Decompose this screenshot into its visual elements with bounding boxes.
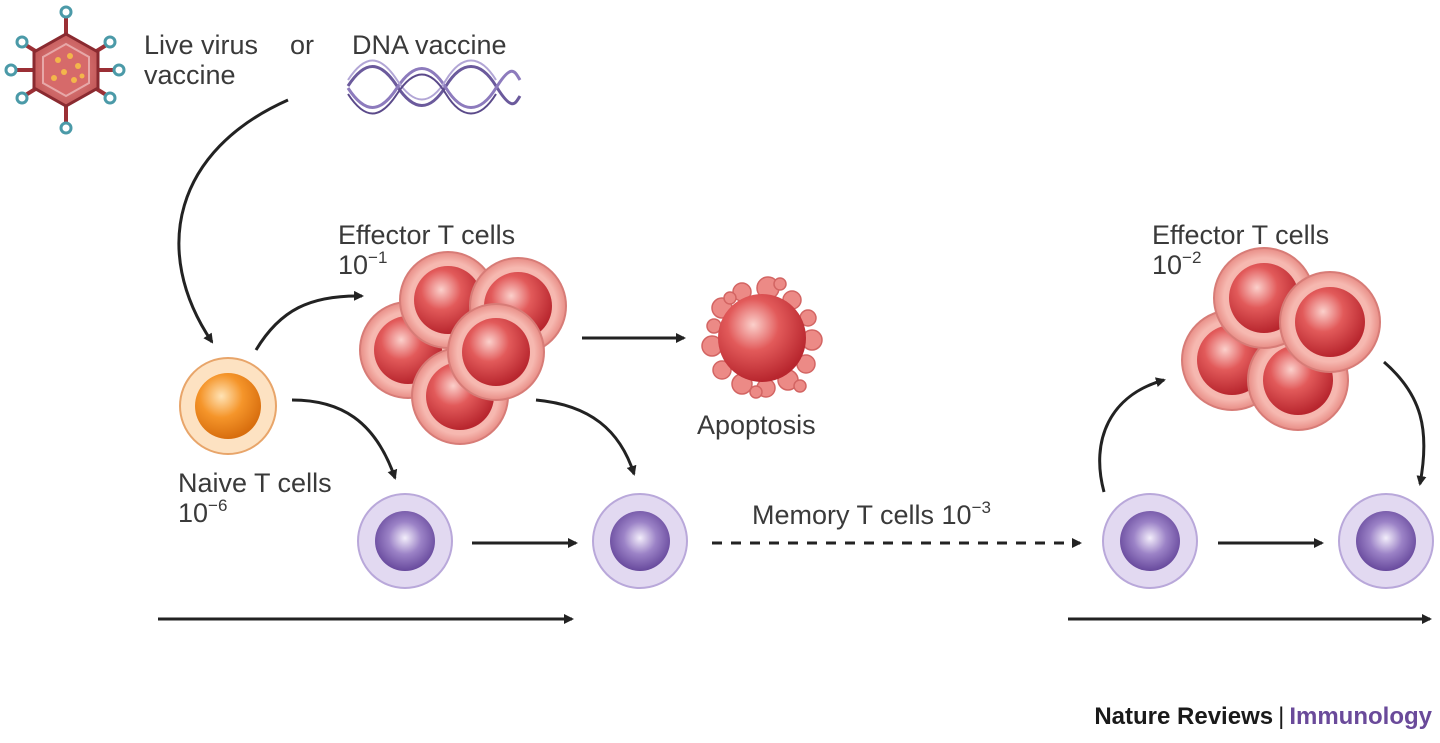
memory-t-cell-4 <box>1338 493 1434 589</box>
effector-cluster-primary <box>359 251 567 445</box>
effector-secondary-exponent: −2 <box>1182 248 1202 267</box>
effector-secondary-title: Effector T cells <box>1152 220 1330 250</box>
virus-icon <box>4 5 126 135</box>
memory-title: Memory T cells 10 <box>752 500 972 530</box>
apoptosis-label: Apoptosis <box>697 410 816 440</box>
effector-to-memory4-arrow <box>1383 360 1427 486</box>
naive-to-effector-arrow <box>254 290 364 351</box>
or-label: or <box>290 30 315 60</box>
naive-t-cell <box>179 357 277 455</box>
credit-separator: | <box>1278 703 1285 730</box>
effector-primary-title: Effector T cells <box>338 220 516 250</box>
effector-to-memory-arrow <box>535 398 637 476</box>
memory-label: Memory T cells 10−3 <box>752 498 991 530</box>
live-virus-line-1: Live virus <box>144 30 259 60</box>
dna-vaccine-label: DNA vaccine <box>352 30 507 60</box>
live-virus-line-2: vaccine <box>144 60 236 90</box>
memory-exponent: −3 <box>971 498 991 517</box>
vaccine-to-naive-arrow <box>177 98 289 344</box>
memory-to-effector-arrow <box>1098 377 1166 493</box>
effector-secondary-label: Effector T cells 10−2 <box>1152 220 1329 280</box>
dna-helix-icon <box>346 59 522 115</box>
naive-to-memory-arrow <box>291 398 398 480</box>
journal-name: Immunology <box>1289 703 1432 730</box>
effector-primary-label: Effector T cells 10−1 <box>338 220 515 280</box>
effector-primary-exponent: −1 <box>368 248 388 267</box>
memory-t-cell-3 <box>1102 493 1198 589</box>
effector-secondary-base: 10 <box>1152 250 1183 280</box>
publisher-name: Nature Reviews <box>1094 703 1274 730</box>
naive-title: Naive T cells <box>178 468 332 498</box>
journal-credit: Nature Reviews|Immunology <box>1094 703 1432 731</box>
effector-primary-base: 10 <box>338 250 369 280</box>
naive-exponent: −6 <box>208 496 228 515</box>
naive-base: 10 <box>178 498 209 528</box>
memory-t-cell-1 <box>357 493 453 589</box>
memory-t-cell-2 <box>592 493 688 589</box>
live-virus-label: Live virus vaccine <box>144 30 258 90</box>
effector-cluster-secondary <box>1181 247 1381 431</box>
naive-label: Naive T cells 10−6 <box>178 468 332 528</box>
apoptotic-cell <box>701 276 823 399</box>
